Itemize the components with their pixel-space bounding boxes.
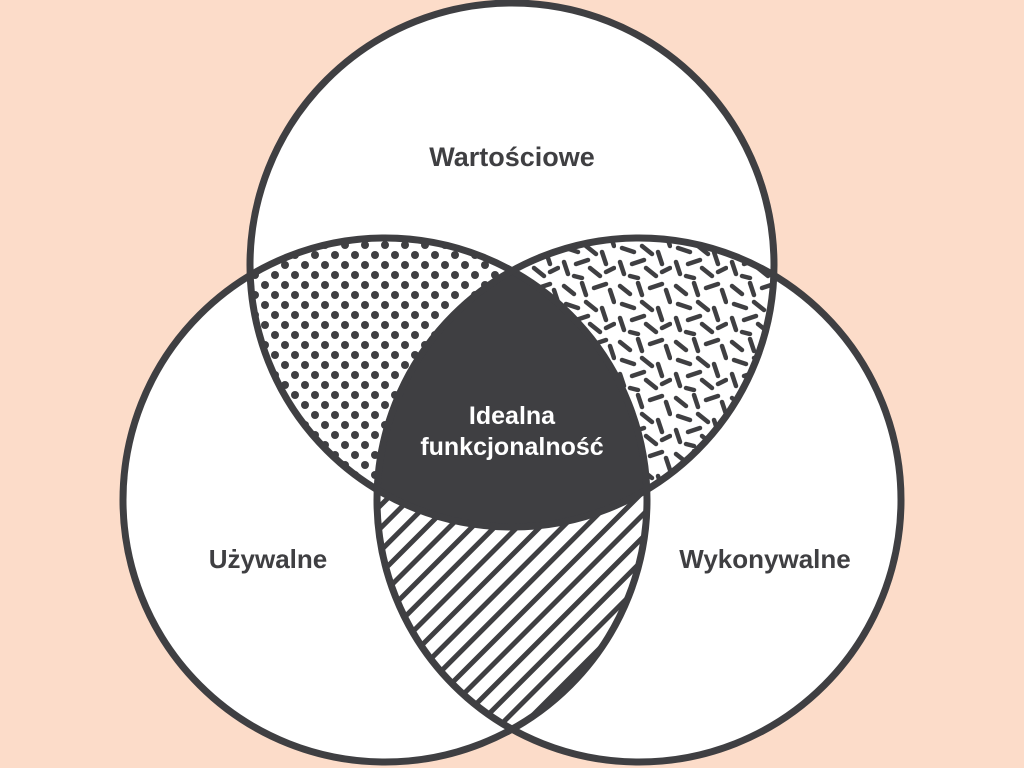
label-wartosciowe: Wartościowe [429,142,595,172]
circle-right-outline [373,234,905,766]
label-uzywalne: Używalne [209,544,328,574]
label-wykonywalne: Wykonywalne [679,544,850,574]
label-center-line2: funkcjonalność [420,433,603,461]
circle-left-outline [119,234,651,766]
label-center-line1: Idealna [469,402,556,430]
circle-top-outline [246,0,778,531]
